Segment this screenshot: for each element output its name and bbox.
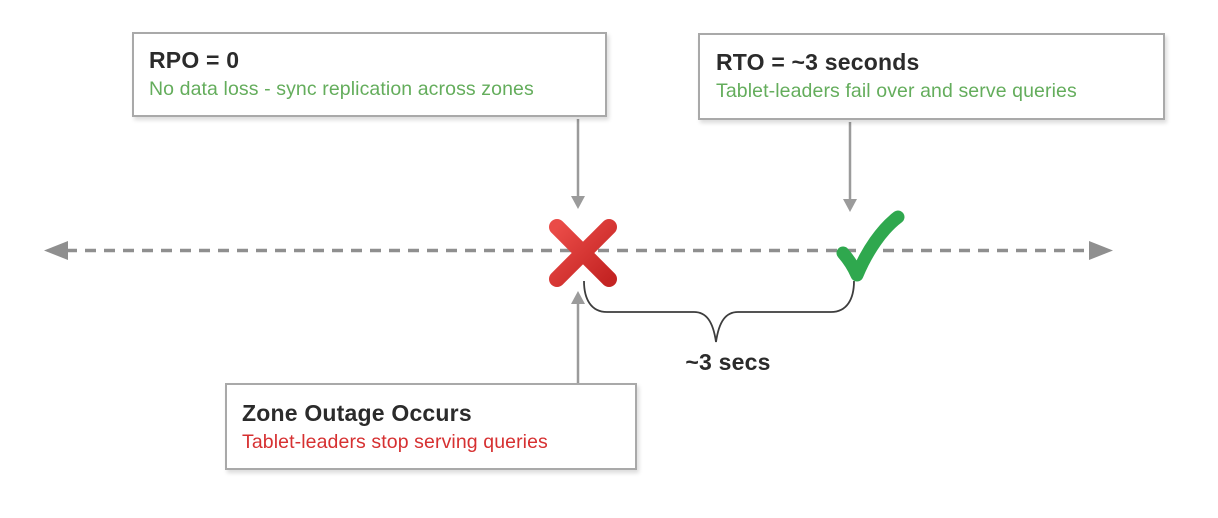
timeline-right-arrowhead-icon bbox=[1089, 241, 1113, 260]
rpo-connector-arrow bbox=[571, 119, 585, 209]
rpo-title: RPO = 0 bbox=[149, 47, 240, 73]
x-mark-icon bbox=[549, 219, 617, 287]
rto-callout-box: RTO = ~3 seconds Tablet-leaders fail ove… bbox=[698, 33, 1165, 120]
x-mark-stroke-2 bbox=[549, 219, 617, 287]
outage-connector-arrowhead-icon bbox=[571, 291, 585, 304]
check-mark-icon bbox=[836, 210, 905, 282]
timeline-left-arrowhead-icon bbox=[44, 241, 68, 260]
zone-outage-callout-box: Zone Outage Occurs Tablet-leaders stop s… bbox=[225, 383, 637, 470]
rto-connector-arrowhead-icon bbox=[843, 199, 857, 212]
interval-brace bbox=[583, 280, 855, 343]
rpo-subtitle: No data loss - sync replication across z… bbox=[149, 78, 534, 101]
rpo-callout-box: RPO = 0 No data loss - sync replication … bbox=[132, 32, 607, 117]
interval-duration-label: ~3 secs bbox=[685, 349, 771, 375]
timeline-axis bbox=[44, 241, 1113, 260]
zone-outage-title: Zone Outage Occurs bbox=[242, 400, 472, 426]
outage-connector-arrow bbox=[571, 291, 585, 383]
rto-connector-arrow bbox=[843, 122, 857, 212]
rto-subtitle: Tablet-leaders fail over and serve queri… bbox=[716, 80, 1077, 103]
zone-outage-subtitle: Tablet-leaders stop serving queries bbox=[242, 431, 548, 454]
rto-title: RTO = ~3 seconds bbox=[716, 49, 920, 75]
rpo-connector-arrowhead-icon bbox=[571, 196, 585, 209]
